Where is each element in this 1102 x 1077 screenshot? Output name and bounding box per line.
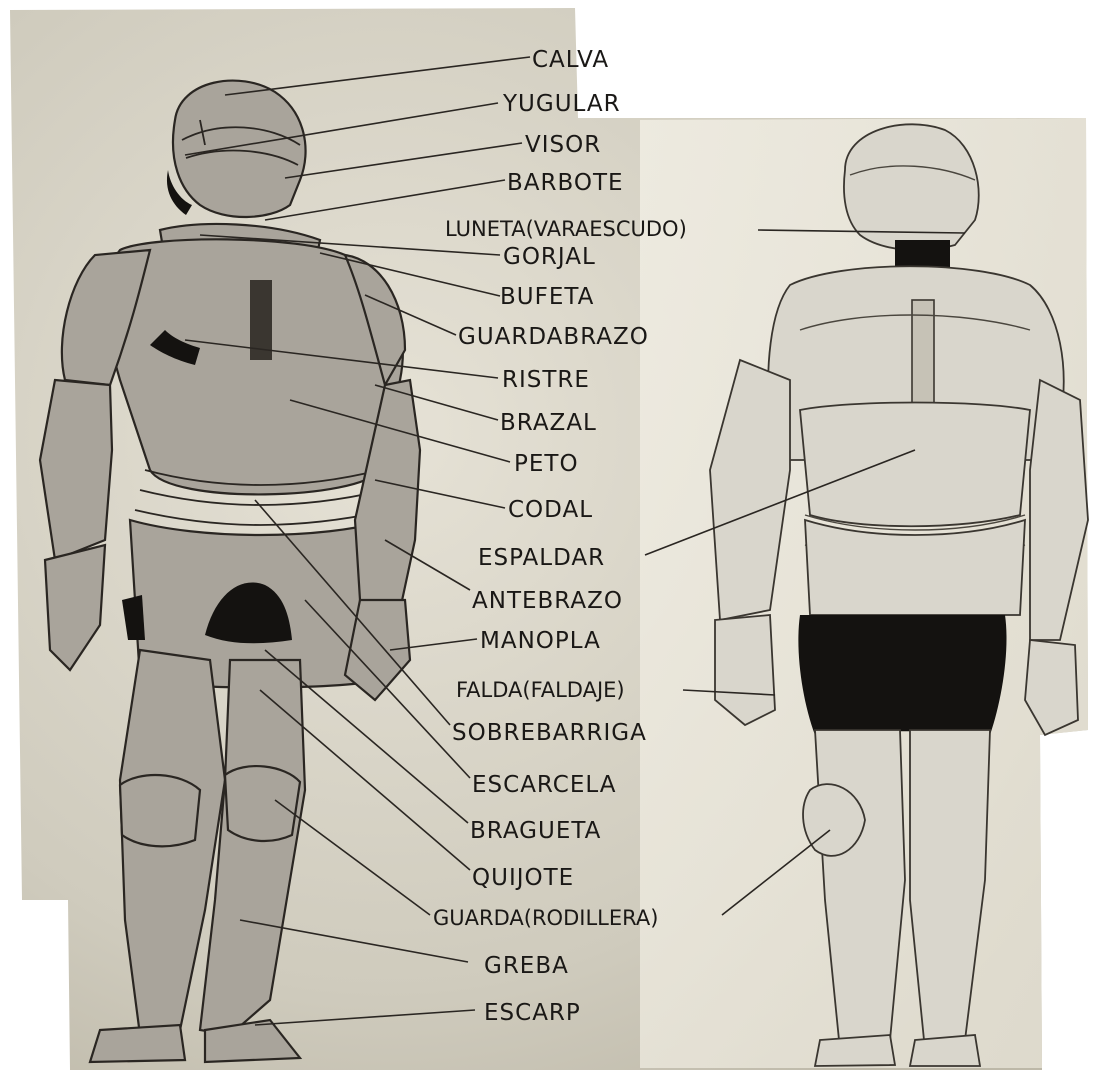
label-greba: GREBA	[484, 953, 569, 979]
label-escarp: ESCARP	[484, 1000, 581, 1026]
label-bragueta: BRAGUETA	[470, 818, 601, 844]
label-yugular: YUGULAR	[502, 91, 621, 117]
label-peto: PETO	[514, 451, 579, 477]
label-calva: CALVA	[532, 47, 609, 73]
label-barbote: BARBOTE	[507, 170, 624, 196]
label-bufeta: BUFETA	[500, 284, 594, 310]
label-gorjal: GORJAL	[503, 244, 596, 270]
label-guardabrazo: GUARDABRAZO	[458, 324, 649, 350]
label-escarcela: ESCARCELA	[472, 772, 616, 798]
label-codal: CODAL	[508, 497, 593, 523]
label-quijote: QUIJOTE	[472, 865, 574, 891]
label-luneta: LUNETA(VARAESCUDO)	[445, 217, 687, 241]
label-visor: VISOR	[525, 132, 601, 158]
label-guarda: GUARDA(RODILLERA)	[433, 906, 658, 930]
label-falda: FALDA(FALDAJE)	[456, 678, 625, 702]
label-manopla: MANOPLA	[480, 628, 601, 654]
label-sobrebarriga: SOBREBARRIGA	[452, 720, 647, 746]
label-brazal: BRAZAL	[500, 410, 597, 436]
label-espaldar: ESPALDAR	[478, 545, 605, 571]
label-antebrazo: ANTEBRAZO	[472, 588, 623, 614]
label-ristre: RISTRE	[502, 367, 590, 393]
